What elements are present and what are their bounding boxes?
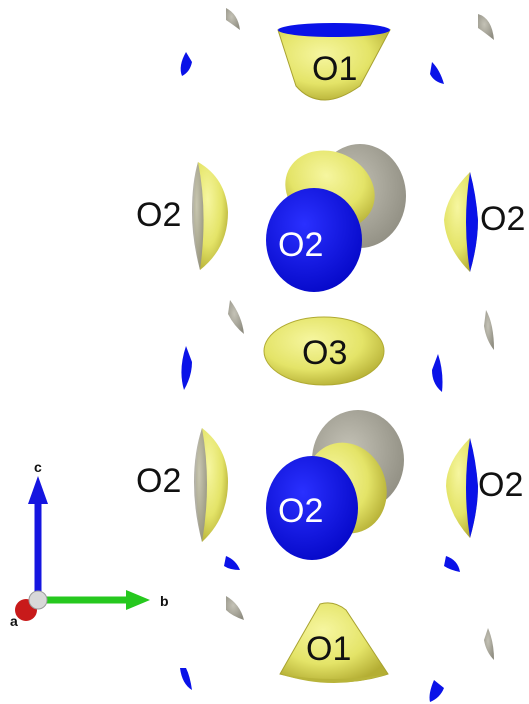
o1-bottom-cone — [279, 602, 389, 683]
fragment-grey — [228, 300, 244, 334]
fragment-grey — [484, 628, 494, 660]
axes-triad: c b a — [10, 459, 169, 629]
fragment-grey — [226, 8, 240, 30]
o3-ellipsoid — [263, 316, 385, 386]
axis-label-c: c — [34, 459, 42, 475]
fragment-blue — [430, 62, 444, 84]
o2-center-upper-lobes — [266, 144, 406, 292]
fragment-grey — [484, 310, 494, 350]
label-o1-bottom: O1 — [306, 630, 351, 668]
label-o2-left-lower: O2 — [136, 462, 181, 500]
fragment-blue — [224, 556, 240, 570]
label-o2-right-upper: O2 — [480, 200, 525, 238]
fragment-blue — [444, 556, 460, 572]
label-o1-top: O1 — [312, 50, 357, 88]
o2-left-lower-lobe — [194, 428, 228, 542]
label-o3-center: O3 — [302, 334, 347, 372]
axis-label-b: b — [160, 593, 169, 609]
fragment-grey — [478, 14, 494, 40]
label-o2-center-upper: O2 — [278, 226, 323, 264]
axis-c-arrowhead — [28, 476, 48, 504]
fragment-blue — [180, 668, 192, 690]
fragment-blue — [429, 680, 444, 702]
label-o2-right-lower: O2 — [478, 466, 523, 504]
axis-b-arrowhead — [126, 590, 150, 610]
o2-left-upper-lobe — [192, 162, 228, 270]
fragment-blue — [181, 346, 192, 390]
label-o2-center-lower: O2 — [278, 492, 323, 530]
label-o2-left-upper: O2 — [136, 196, 181, 234]
axis-label-a: a — [10, 613, 18, 629]
o2-center-lower-lobes — [266, 410, 404, 560]
o2-right-upper-lobe — [444, 172, 478, 272]
fragment-blue — [180, 52, 192, 76]
fragment-grey — [226, 596, 244, 620]
o1-top-cone — [277, 23, 391, 101]
o2-right-lower-lobe — [446, 438, 478, 538]
fragment-blue — [432, 354, 443, 392]
axis-origin — [28, 590, 48, 610]
